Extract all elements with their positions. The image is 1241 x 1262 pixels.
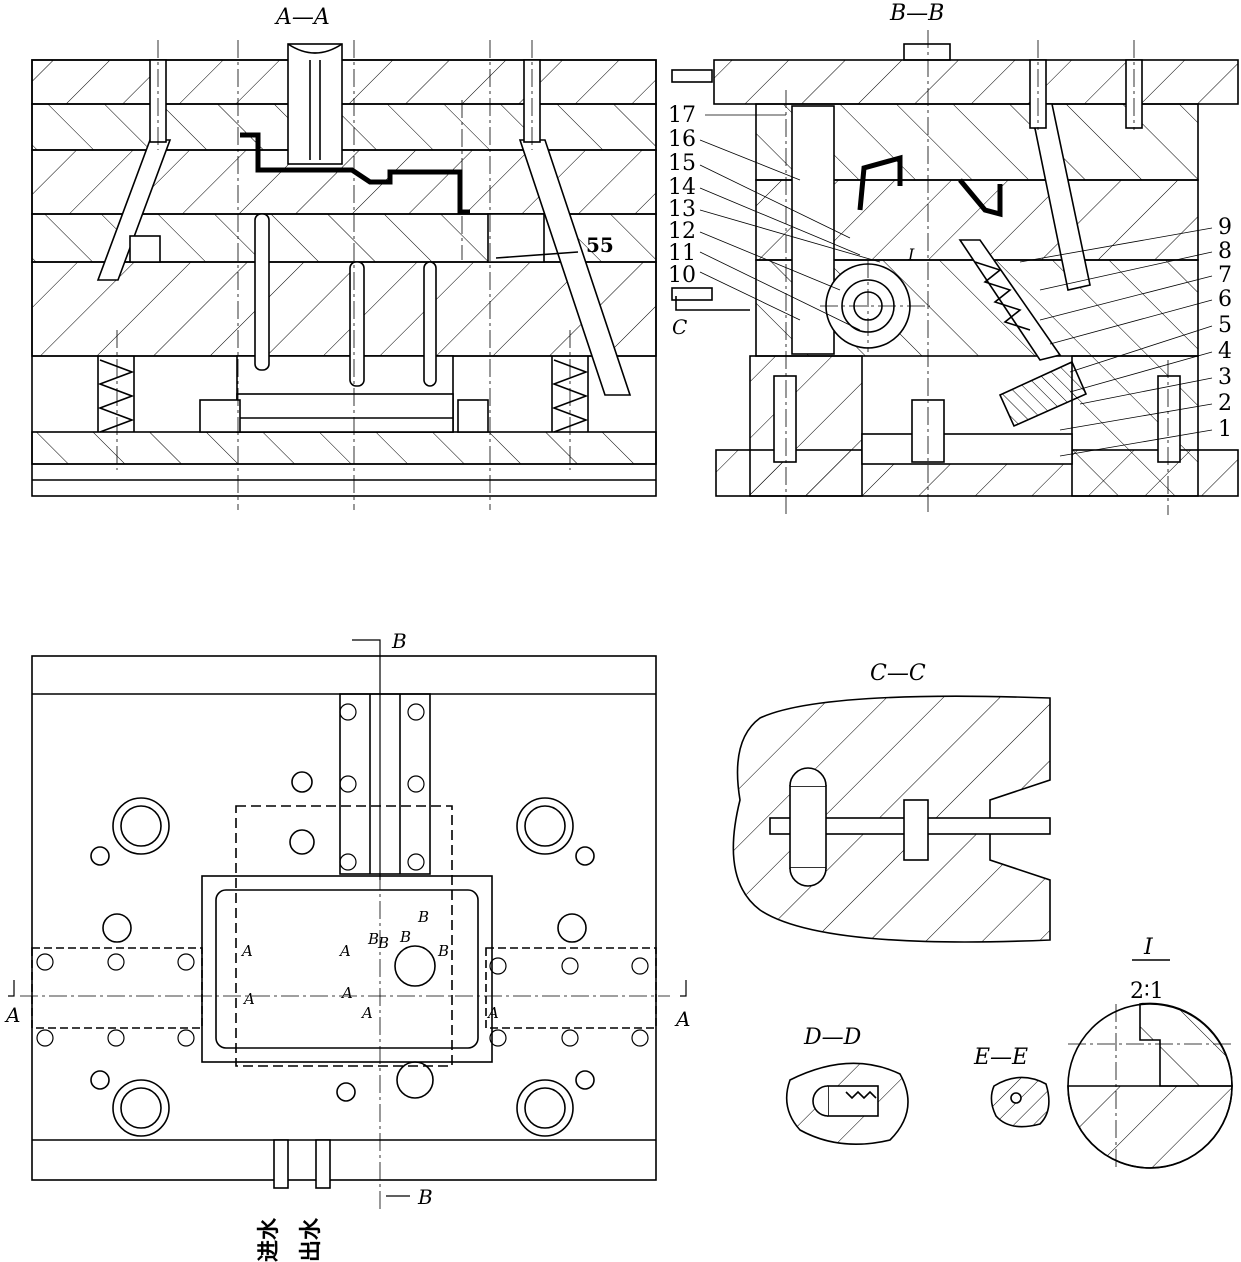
water-labels: 进水 出水 — [257, 1217, 324, 1262]
part-number: 8 — [1218, 239, 1232, 264]
part-number: 14 — [668, 175, 696, 200]
part-number: 17 — [668, 103, 696, 128]
part-numbers-right: 9 8 7 6 5 4 3 2 1 — [1218, 215, 1232, 442]
section-b-marker-top: B — [391, 629, 407, 653]
plan-label: B — [367, 930, 379, 948]
part-number: 16 — [668, 127, 696, 152]
section-aa — [31, 40, 657, 510]
plan-label: A — [340, 984, 353, 1002]
plan-label: B — [399, 928, 411, 946]
section-dd — [785, 1062, 909, 1145]
plan-label: A — [486, 1004, 499, 1022]
title-dd: D—D — [803, 1025, 862, 1050]
part-number: 10 — [668, 263, 696, 288]
plan-label: B — [377, 934, 389, 952]
detail-i-marker: I — [907, 245, 915, 264]
detail-i-view — [1067, 959, 1233, 1169]
title-aa: A—A — [274, 5, 330, 30]
section-ee — [990, 1076, 1050, 1128]
detail-i-scale: 2∶1 — [1130, 979, 1164, 1004]
part-number: 12 — [668, 219, 696, 244]
section-b-marker-bottom: B — [417, 1185, 433, 1209]
plan-label: B — [437, 942, 449, 960]
plan-labels: A A A A A A B B B B B — [240, 908, 499, 1022]
plan-label: B — [417, 908, 429, 926]
part-numbers-left: 17 16 15 14 13 12 11 10 — [668, 103, 696, 288]
section-a-marker-right: A — [674, 1007, 690, 1031]
part-number: 6 — [1218, 287, 1232, 312]
part-number: 1 — [1218, 417, 1232, 442]
section-c-marker: C — [672, 315, 687, 339]
part-number: 9 — [1218, 215, 1232, 240]
section-a-marker-left: A — [4, 1003, 20, 1027]
detail-i-title: I — [1143, 935, 1154, 960]
plan-view — [8, 639, 687, 1210]
part-number: 4 — [1218, 339, 1232, 364]
section-bb — [671, 30, 1239, 515]
part-number: 5 — [1218, 313, 1232, 338]
title-cc: C—C — [870, 661, 926, 686]
part-number: 2 — [1218, 391, 1232, 416]
part-number: 13 — [668, 197, 696, 222]
plan-label: A — [242, 990, 255, 1008]
dimension-55: 55 — [586, 233, 614, 257]
part-number: 11 — [668, 241, 696, 266]
title-bb: B—B — [889, 1, 944, 26]
water-inlet-label: 进水 — [257, 1217, 282, 1262]
title-ee: E—E — [973, 1045, 1028, 1070]
plan-label: A — [360, 1004, 373, 1022]
part-number: 15 — [668, 151, 696, 176]
part-number: 7 — [1218, 263, 1232, 288]
part-number: 3 — [1218, 365, 1232, 390]
plan-label: A — [338, 942, 351, 960]
section-cc — [732, 695, 1051, 943]
water-outlet-label: 出水 — [299, 1217, 324, 1262]
plan-label: A — [240, 942, 253, 960]
